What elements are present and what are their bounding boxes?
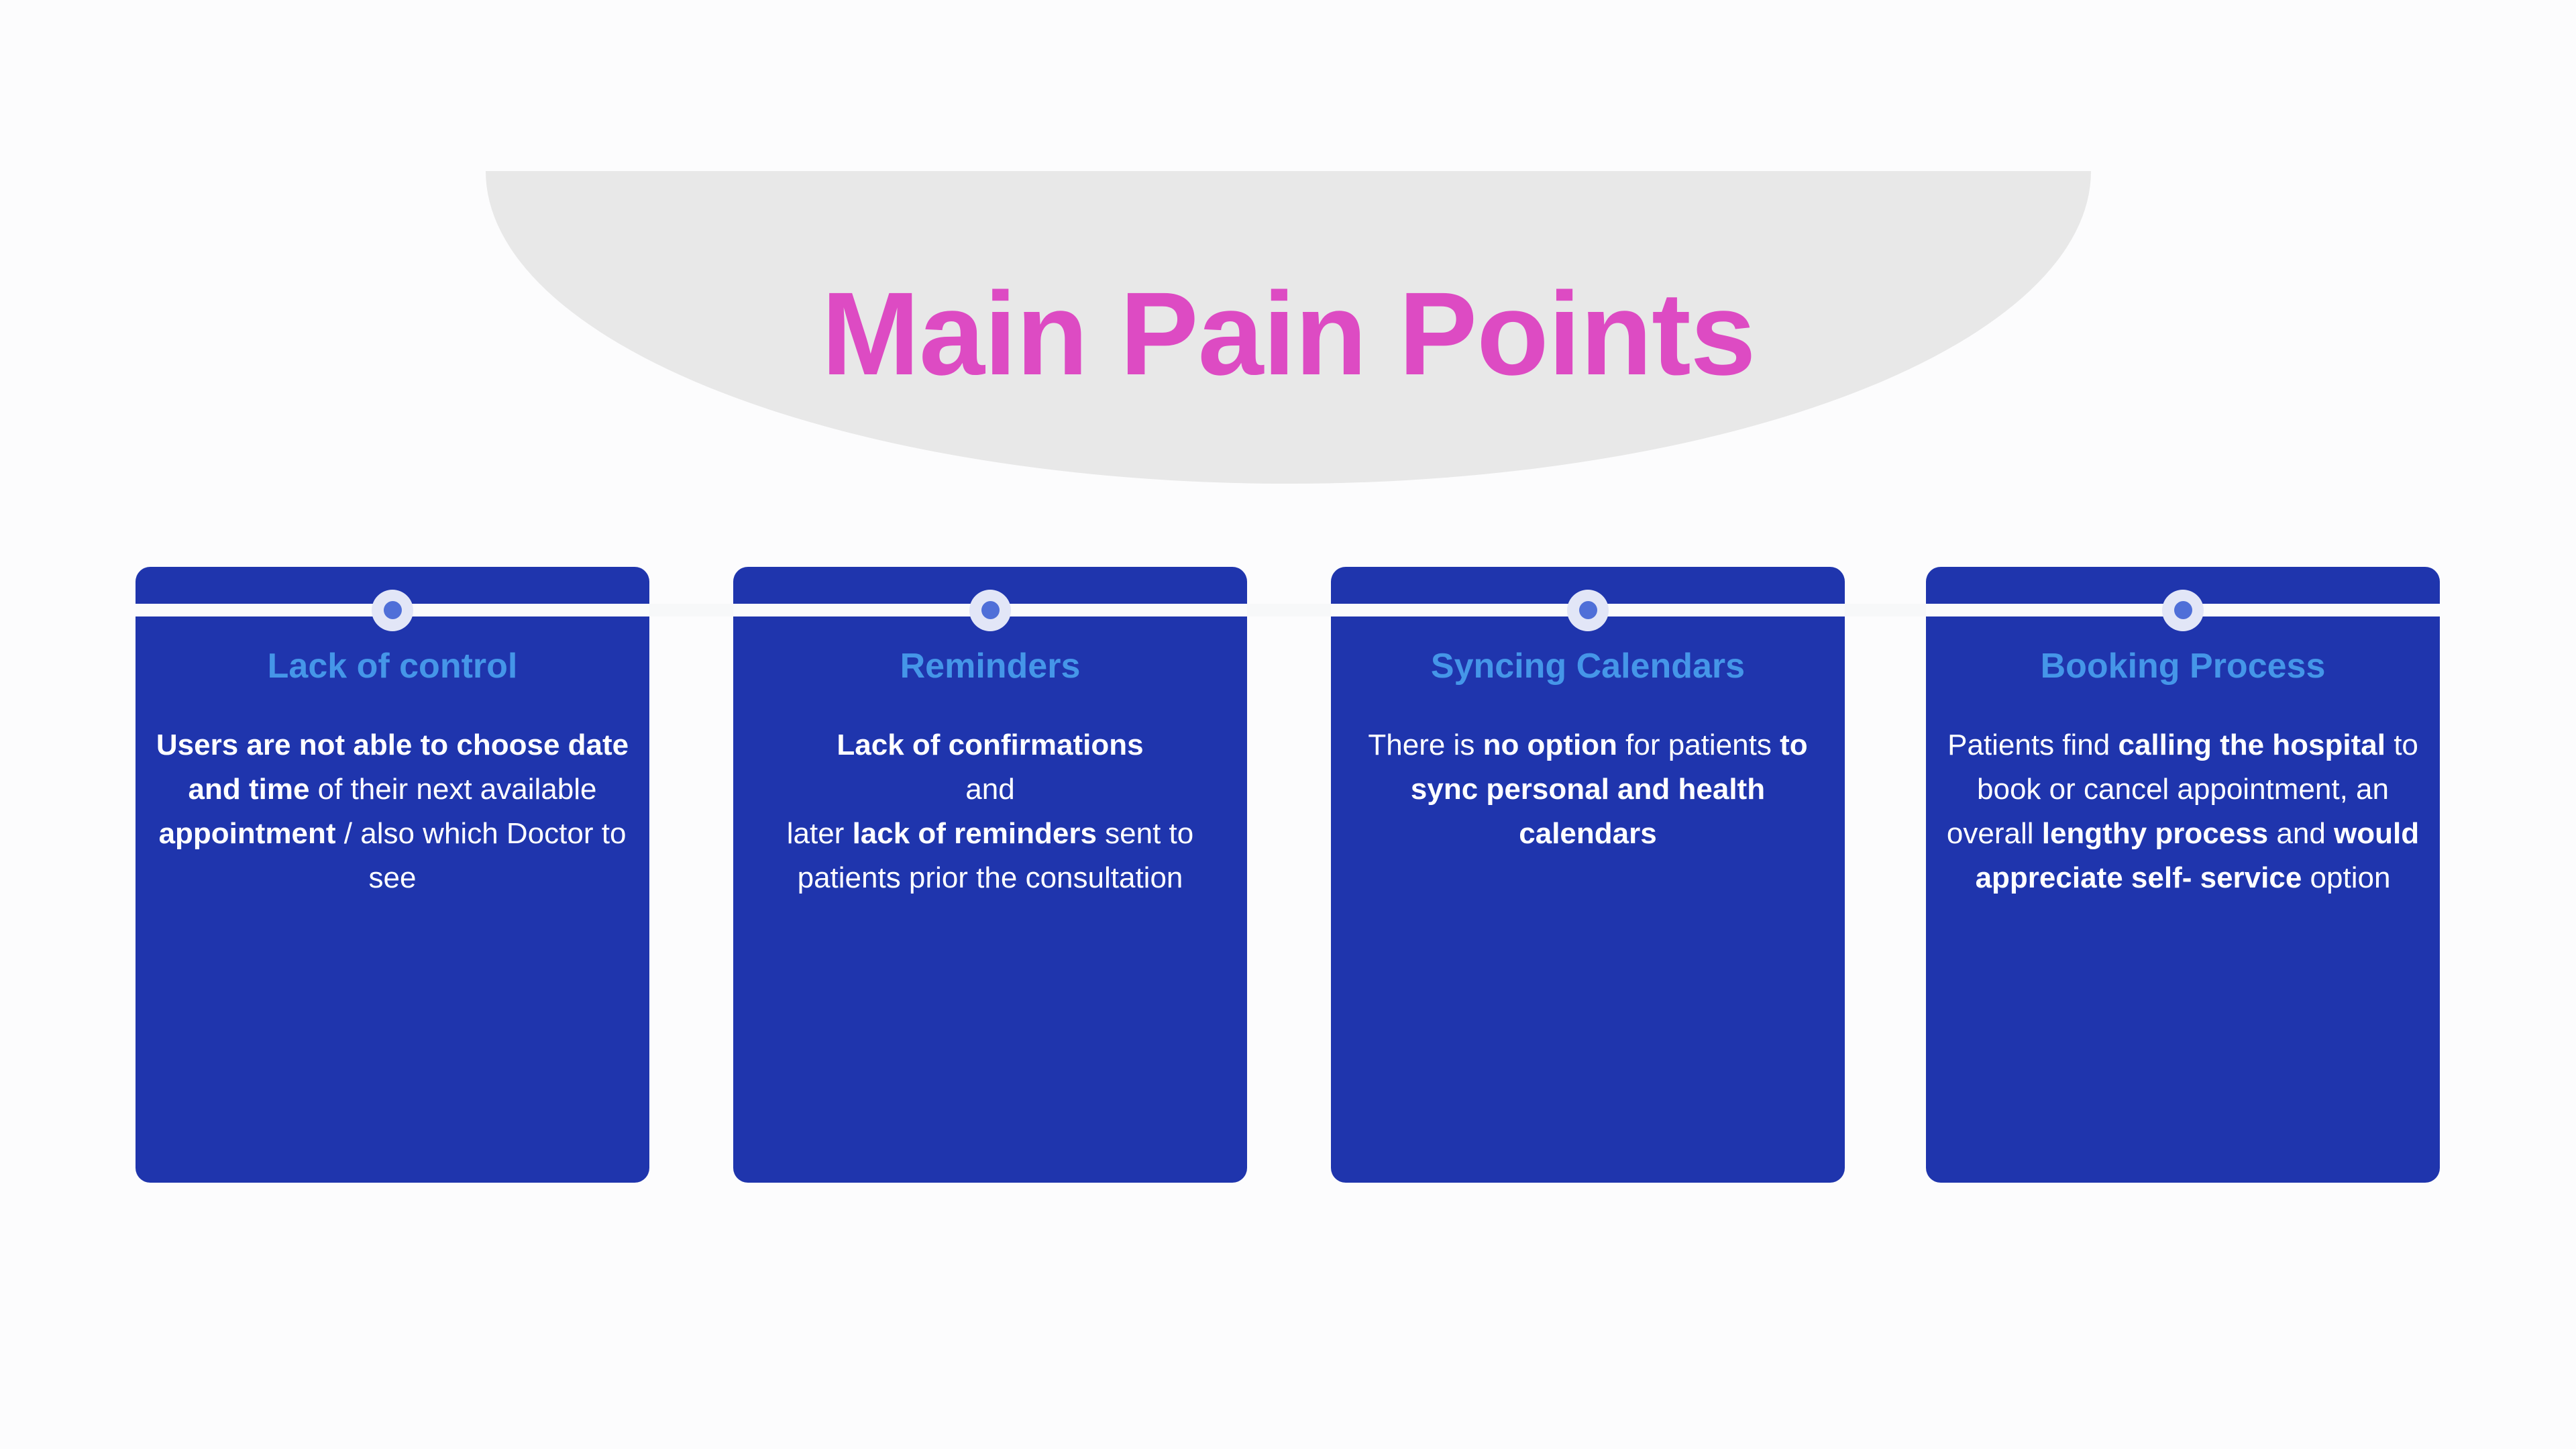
card-body: Lack of control Users are not able to ch… bbox=[136, 647, 649, 900]
card-marker-dot bbox=[1578, 601, 1597, 619]
card-heading: Lack of control bbox=[267, 647, 518, 686]
card-heading: Booking Process bbox=[2040, 647, 2326, 686]
pain-point-card[interactable]: Lack of control Users are not able to ch… bbox=[136, 567, 649, 1183]
card-marker-icon bbox=[969, 589, 1011, 631]
connector-line bbox=[136, 604, 2440, 616]
card-description: There is no option for patients to sync … bbox=[1368, 729, 1808, 851]
page-title: Main Pain Points bbox=[821, 268, 1756, 400]
card-marker-dot bbox=[981, 601, 1000, 619]
card-body: Syncing Calendars There is no option for… bbox=[1331, 647, 1845, 856]
card-body: Booking Process Patients find calling th… bbox=[1926, 647, 2440, 900]
card-heading: Syncing Calendars bbox=[1430, 647, 1746, 686]
pain-point-card[interactable]: Syncing Calendars There is no option for… bbox=[1331, 567, 1845, 1183]
card-marker-icon bbox=[1567, 589, 1609, 631]
pain-point-card[interactable]: Booking Process Patients find calling th… bbox=[1926, 567, 2440, 1183]
pain-points-card-rail: Lack of control Users are not able to ch… bbox=[136, 567, 2440, 1183]
card-marker-dot bbox=[383, 601, 402, 619]
card-heading: Reminders bbox=[900, 647, 1081, 686]
card-description: Patients find calling the hospital to bo… bbox=[1946, 729, 2420, 895]
card-marker-icon bbox=[372, 589, 413, 631]
card-description: Users are not able to choose date and ti… bbox=[156, 729, 629, 895]
card-marker-dot bbox=[2174, 601, 2192, 619]
card-marker-icon bbox=[2162, 589, 2204, 631]
